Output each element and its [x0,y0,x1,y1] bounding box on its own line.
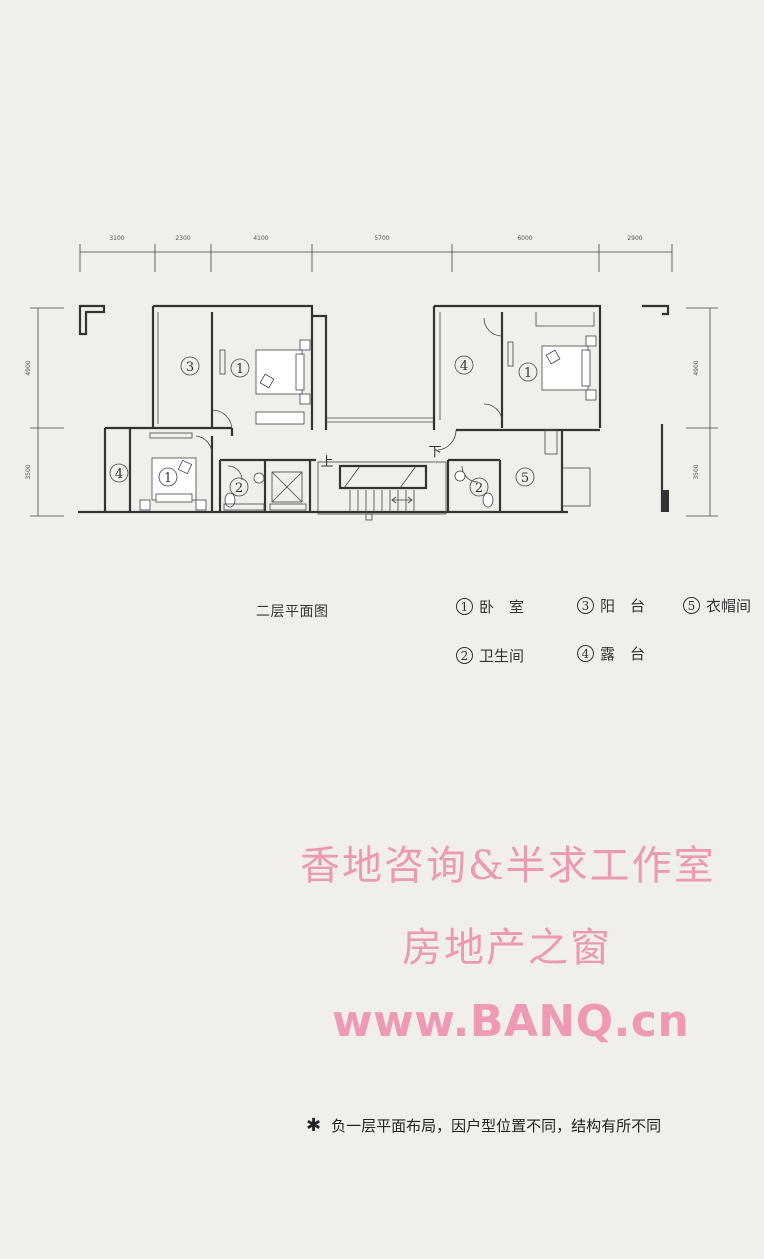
door-swings [195,317,503,483]
right-dimension-line: 4900 3500 [686,307,718,517]
legend-label: 卧 室 [479,598,525,616]
room-number-terrace: 4 [115,467,123,482]
toilet-icon [224,492,236,508]
dim-top-3: 4100 [253,235,268,242]
legend-label: 阳 台 [600,597,646,615]
sink-icon [454,470,466,482]
legend-label: 卫生间 [479,647,525,665]
footnote: ✱ 负一层平面布局，因户型位置不同，结构有所不同 [306,1115,661,1136]
legend-item: 1 卧 室 [456,596,524,617]
stair-up-label: 上 [320,455,333,470]
bed-icon [541,345,589,391]
stair-down-label: 下 [428,445,441,460]
elevator [271,471,303,503]
room-number-bathroom: 2 [475,481,483,496]
legend-number: 5 [683,597,700,614]
dim-top-5: 6000 [517,235,532,242]
room-number-terrace: 4 [460,359,468,374]
staircase: 上 下 [317,445,447,521]
legend-number: 2 [456,647,473,664]
dim-top-4: 5700 [374,235,389,242]
legend-item: 2 卫生间 [456,645,524,666]
plan-caption: 二层平面图 [256,604,329,620]
room-number-markers: 3 1 4 1 4 1 2 2 5 [109,355,538,497]
legend-label: 衣帽间 [706,597,752,615]
windows [149,341,514,439]
floor-plan: 3100 2300 4100 5700 6000 2900 4900 3500 … [25,235,718,521]
corner-walls [78,304,670,512]
exterior-walls [78,304,602,514]
dim-top-6: 2900 [627,235,642,242]
dim-right-1: 4900 [693,360,700,375]
asterisk-icon: ✱ [306,1115,322,1136]
room-number-bathroom: 2 [235,481,243,496]
sink-icon [253,472,265,484]
room-number-balcony: 3 [186,360,194,375]
footnote-text: 负一层平面布局，因户型位置不同，结构有所不同 [331,1117,662,1135]
bed-icon [255,349,303,395]
room-number-closet: 5 [521,471,529,486]
legend-number: 1 [456,598,473,615]
legend-item: 3 阳 台 [577,595,645,616]
legend-number: 4 [577,645,594,662]
legend-item: 4 露 台 [577,643,645,664]
room-number-bedroom: 1 [236,362,244,377]
watermark-tagline: 房地产之窗 [402,925,612,971]
legend-number: 3 [577,597,594,614]
dim-top-2: 2300 [175,235,190,242]
top-dimension-line: 3100 2300 4100 5700 6000 2900 [79,235,673,272]
legend-label: 露 台 [600,645,646,663]
legend-item: 5 衣帽间 [683,595,751,616]
watermark-company: 香地咨询&半求工作室 [300,843,716,889]
left-dimension-line: 4900 3500 [25,307,64,517]
watermark-url: www.BANQ.cn [332,996,690,1047]
room-number-bedroom: 1 [524,366,532,381]
dim-left-1: 4900 [25,360,32,375]
dim-top-1: 3100 [109,235,124,242]
toilet-icon [482,492,494,508]
dim-left-2: 3500 [25,464,32,479]
room-number-bedroom: 1 [164,471,172,486]
dim-right-2: 3500 [693,464,700,479]
